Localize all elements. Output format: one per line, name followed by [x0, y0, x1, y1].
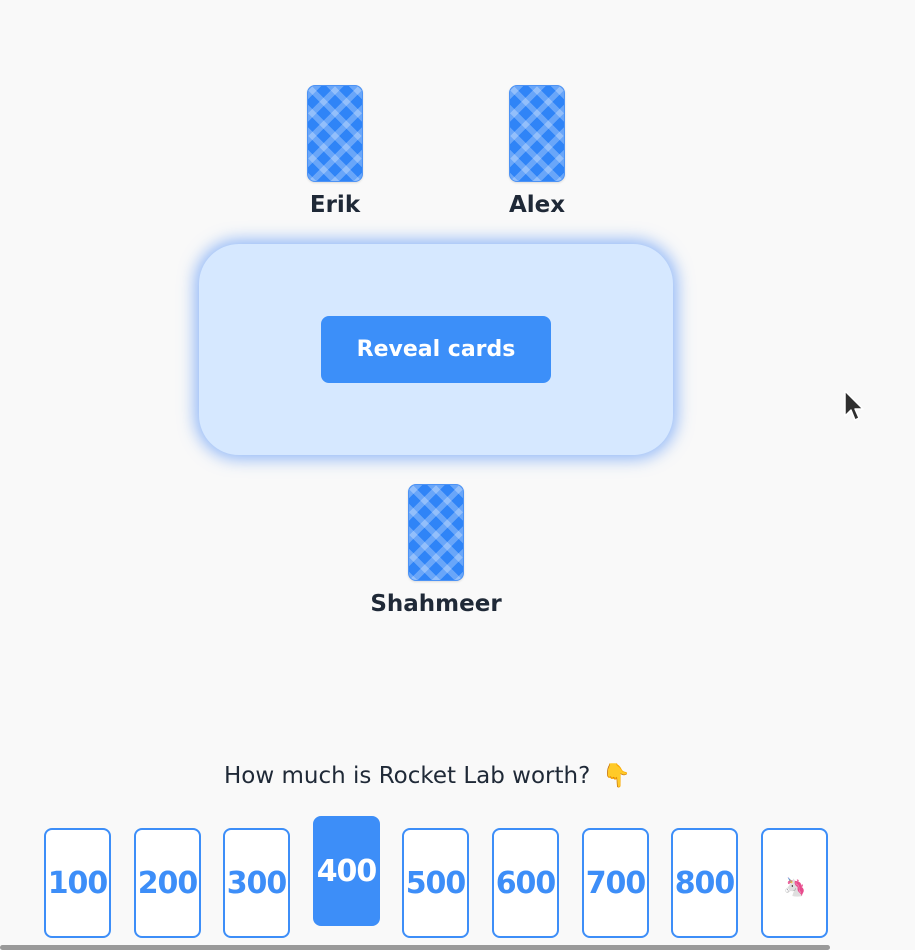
player-name: Erik [309, 192, 361, 218]
vote-card-100[interactable]: 100 [44, 828, 111, 938]
pointing-down-icon: 👇 [602, 763, 631, 789]
reveal-cards-button[interactable]: Reveal cards [321, 316, 551, 383]
poker-table: Reveal cards [199, 244, 673, 455]
player-alex: Alex [457, 85, 617, 219]
vote-card-300[interactable]: 300 [223, 828, 290, 938]
player-shahmeer: Shahmeer [356, 484, 516, 618]
prompt-text: How much is Rocket Lab worth? [224, 763, 591, 789]
vote-card-unicorn[interactable]: 🦄 [761, 828, 828, 938]
vote-card-700[interactable]: 700 [582, 828, 649, 938]
player-name: Alex [508, 192, 566, 218]
player-name: Shahmeer [370, 591, 502, 617]
player-erik: Erik [255, 85, 415, 219]
unicorn-icon: 🦄 [783, 876, 806, 898]
face-down-card [509, 85, 565, 182]
horizontal-scrollbar[interactable] [0, 945, 830, 950]
vote-card-400-selected[interactable]: 400 [313, 816, 380, 926]
face-down-card [307, 85, 363, 182]
face-down-card [408, 484, 464, 581]
vote-card-800[interactable]: 800 [671, 828, 738, 938]
mouse-pointer-icon [844, 390, 864, 421]
vote-card-200[interactable]: 200 [134, 828, 201, 938]
vote-card-500[interactable]: 500 [402, 828, 469, 938]
vote-card-600[interactable]: 600 [492, 828, 559, 938]
vote-prompt: How much is Rocket Lab worth? 👇 [224, 760, 631, 792]
